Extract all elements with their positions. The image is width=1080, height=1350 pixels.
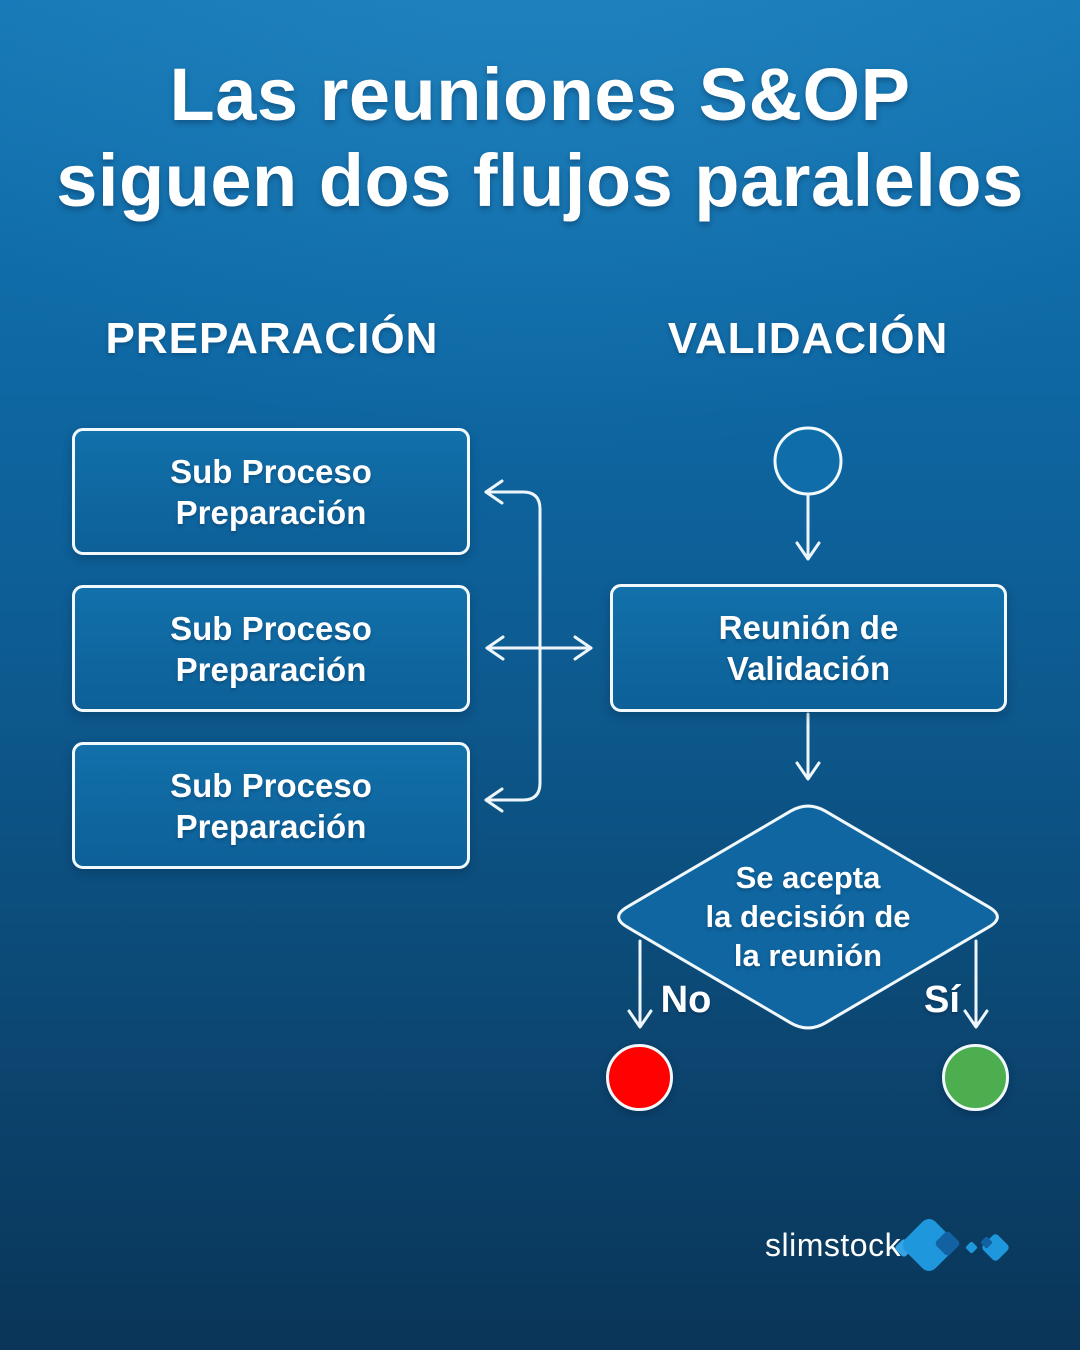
title-line-1: Las reuniones S&OP <box>169 53 911 136</box>
title-line-2: siguen dos flujos paralelos <box>56 139 1024 222</box>
arrowhead-rail-to-box1 <box>484 479 504 505</box>
logo-diamond-dot <box>965 1241 978 1254</box>
decision-diamond-label: Se acepta la decisión de la reunión <box>705 860 911 973</box>
branch-no-label: No <box>660 979 712 1021</box>
connector-feedback-rail <box>484 490 542 802</box>
branch-yes-label: Sí <box>924 979 960 1021</box>
prep-box-3: Sub Proceso Preparación <box>72 742 470 869</box>
column-header-preparacion: PREPARACIÓN <box>105 314 439 363</box>
decision-diamond-shape <box>617 804 999 1030</box>
arrowhead-to-meeting <box>573 635 593 661</box>
arrowhead-branch-no <box>627 1009 653 1029</box>
column-header-validacion: VALIDACIÓN <box>667 314 949 363</box>
arrowhead-meeting-to-diamond <box>795 761 821 781</box>
arrowhead-to-box2 <box>485 635 505 661</box>
prep-box-1: Sub Proceso Preparación <box>72 428 470 555</box>
page-title: Las reuniones S&OP siguen dos flujos par… <box>0 52 1080 224</box>
arrowhead-start-to-meeting <box>795 541 821 561</box>
slimstock-logo-icon <box>890 1215 1015 1281</box>
prep-box-2: Sub Proceso Preparación <box>72 585 470 712</box>
end-node-accepted <box>942 1044 1009 1111</box>
arrowhead-rail-to-box3 <box>484 787 504 813</box>
start-circle-node <box>773 426 843 496</box>
end-node-rejected <box>606 1044 673 1111</box>
arrowhead-branch-yes <box>963 1009 989 1029</box>
validation-meeting-box: Reunión de Validación <box>610 584 1007 712</box>
slimstock-logo-text: slimstock <box>765 1227 902 1263</box>
